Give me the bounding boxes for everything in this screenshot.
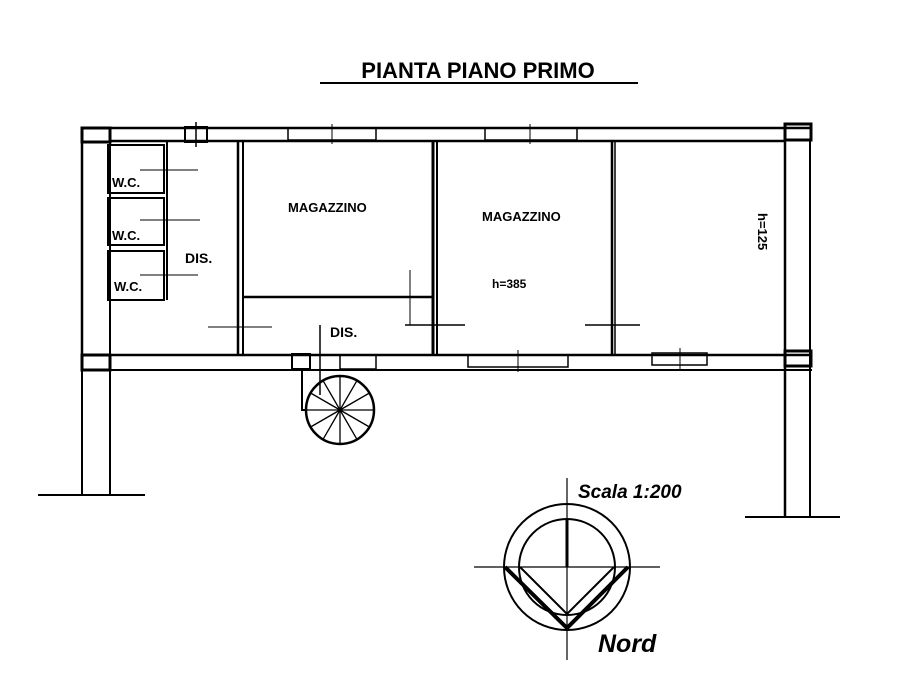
spiral-staircase [301,370,376,446]
stair-tread [339,409,358,440]
wc-label: W.C. [112,175,140,190]
north-label: Nord [598,630,657,658]
height-label: h=385 [492,277,527,291]
walls [38,122,840,518]
scale-label: Scala 1:200 [578,482,682,503]
stair-tread [339,409,370,428]
dis-label: DIS. [185,250,212,266]
stair-tread [339,380,358,411]
magazzino-label: MAGAZZINO [482,209,561,224]
wc-label: W.C. [114,279,142,294]
stair-tread [310,409,341,428]
magazzino-label: MAGAZZINO [288,200,367,215]
stair-tread [322,380,341,411]
room-labels: W.C. W.C. W.C. DIS. MAGAZZINO DIS. MAGAZ… [112,175,770,340]
stair-tread [322,409,341,440]
height-label: h=125 [755,213,770,250]
dis-label: DIS. [330,324,357,340]
north-arrow-icon [474,478,660,660]
wc-label: W.C. [112,228,140,243]
stair-tread [339,392,370,411]
stair-tread [310,392,341,411]
plan-title: PIANTA PIANO PRIMO [361,58,594,83]
